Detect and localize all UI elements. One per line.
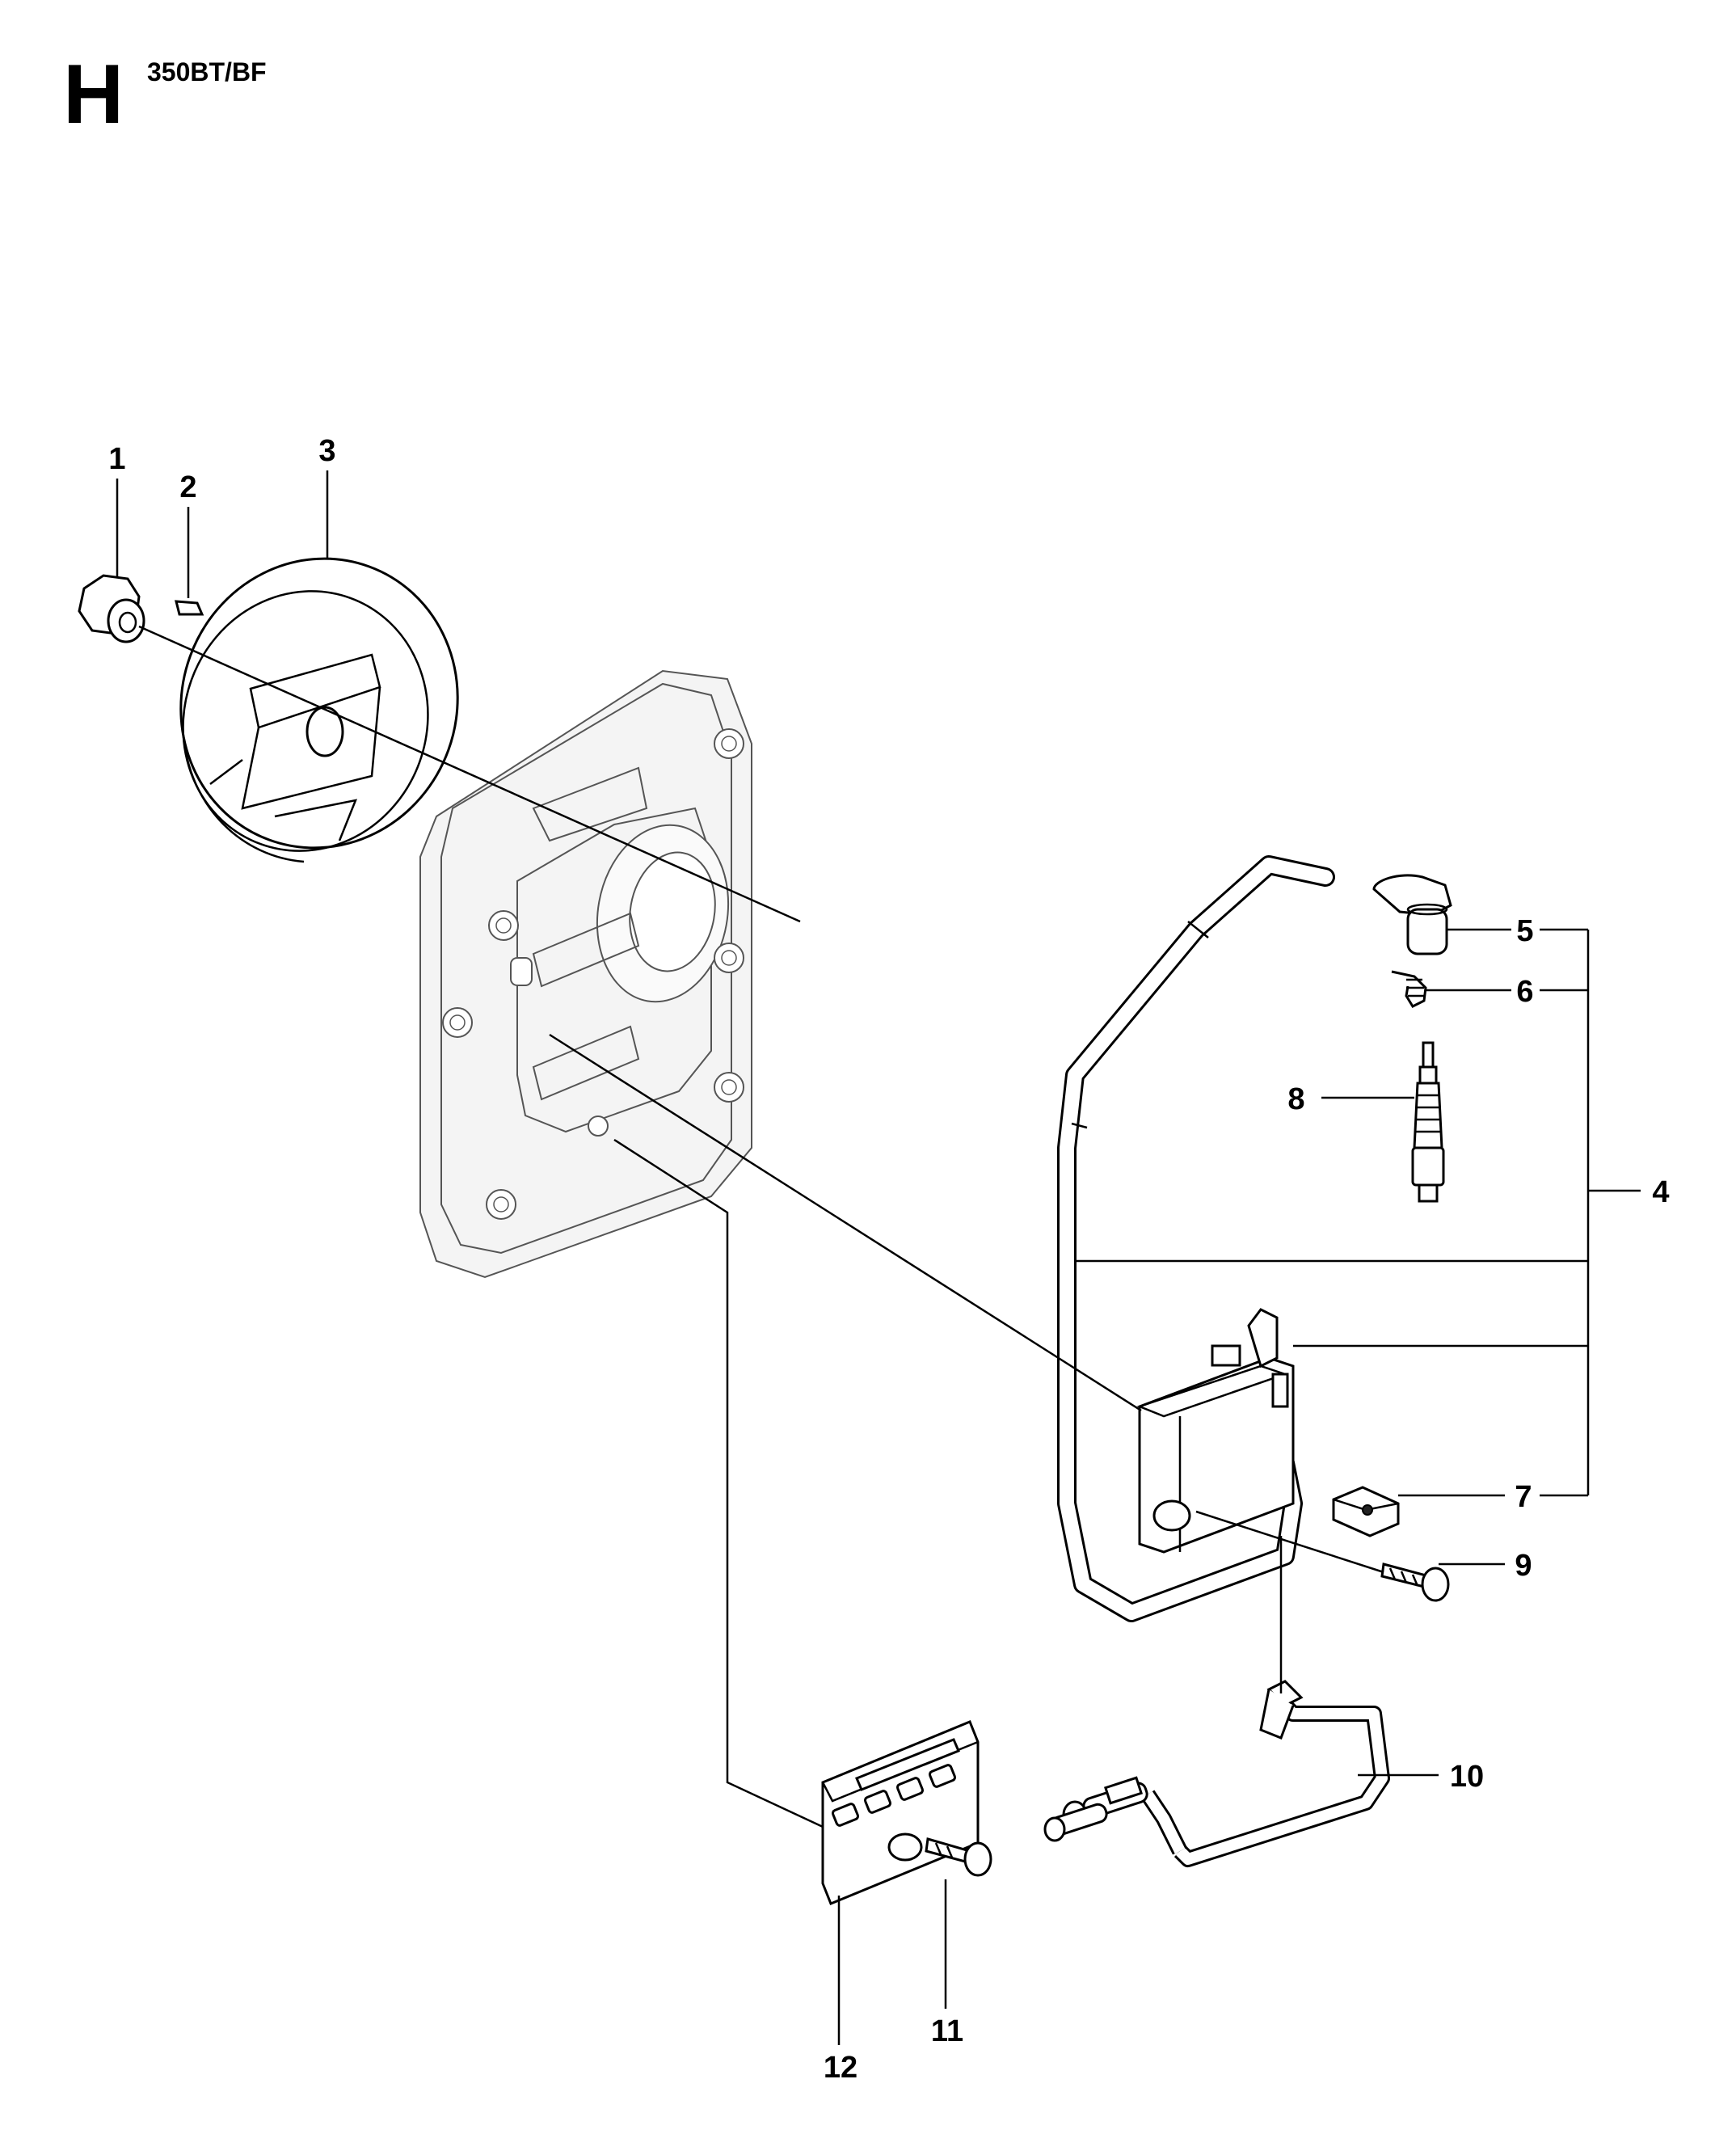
part-11-screw [925, 1837, 992, 1877]
callout-4: 4 [1652, 1175, 1669, 1209]
section-letter: H [63, 48, 124, 141]
callout-labels: 1 2 3 4 5 6 7 8 9 10 11 12 [108, 434, 1669, 2085]
callout-12: 12 [824, 2051, 857, 2085]
part-2-key [175, 600, 204, 616]
part-1-nut [78, 574, 145, 643]
model-number: 350BT/BF [147, 57, 267, 86]
callout-3: 3 [318, 434, 335, 468]
part-10-short-circuit-cable [1043, 1680, 1390, 1867]
callout-5: 5 [1516, 914, 1533, 948]
callout-1: 1 [108, 442, 125, 476]
part-6-spring [1391, 970, 1427, 1008]
part-9-screw [1380, 1563, 1450, 1602]
part-12-cover-plate [821, 1720, 980, 1905]
callout-9: 9 [1515, 1549, 1532, 1583]
callout-2: 2 [179, 470, 196, 504]
callout-7: 7 [1515, 1480, 1532, 1514]
callout-8: 8 [1287, 1082, 1304, 1116]
crankcase-housing [419, 669, 752, 1279]
part-7-clip [1332, 1486, 1400, 1537]
callout-10: 10 [1450, 1760, 1484, 1794]
part-8-spark-plug [1411, 1041, 1445, 1203]
part-5-plug-cap [1372, 874, 1452, 955]
callout-6: 6 [1516, 975, 1533, 1009]
callout-11: 11 [931, 2014, 963, 2048]
part-4-ignition-module [1057, 855, 1335, 1622]
assembly-lines [116, 470, 1641, 2045]
